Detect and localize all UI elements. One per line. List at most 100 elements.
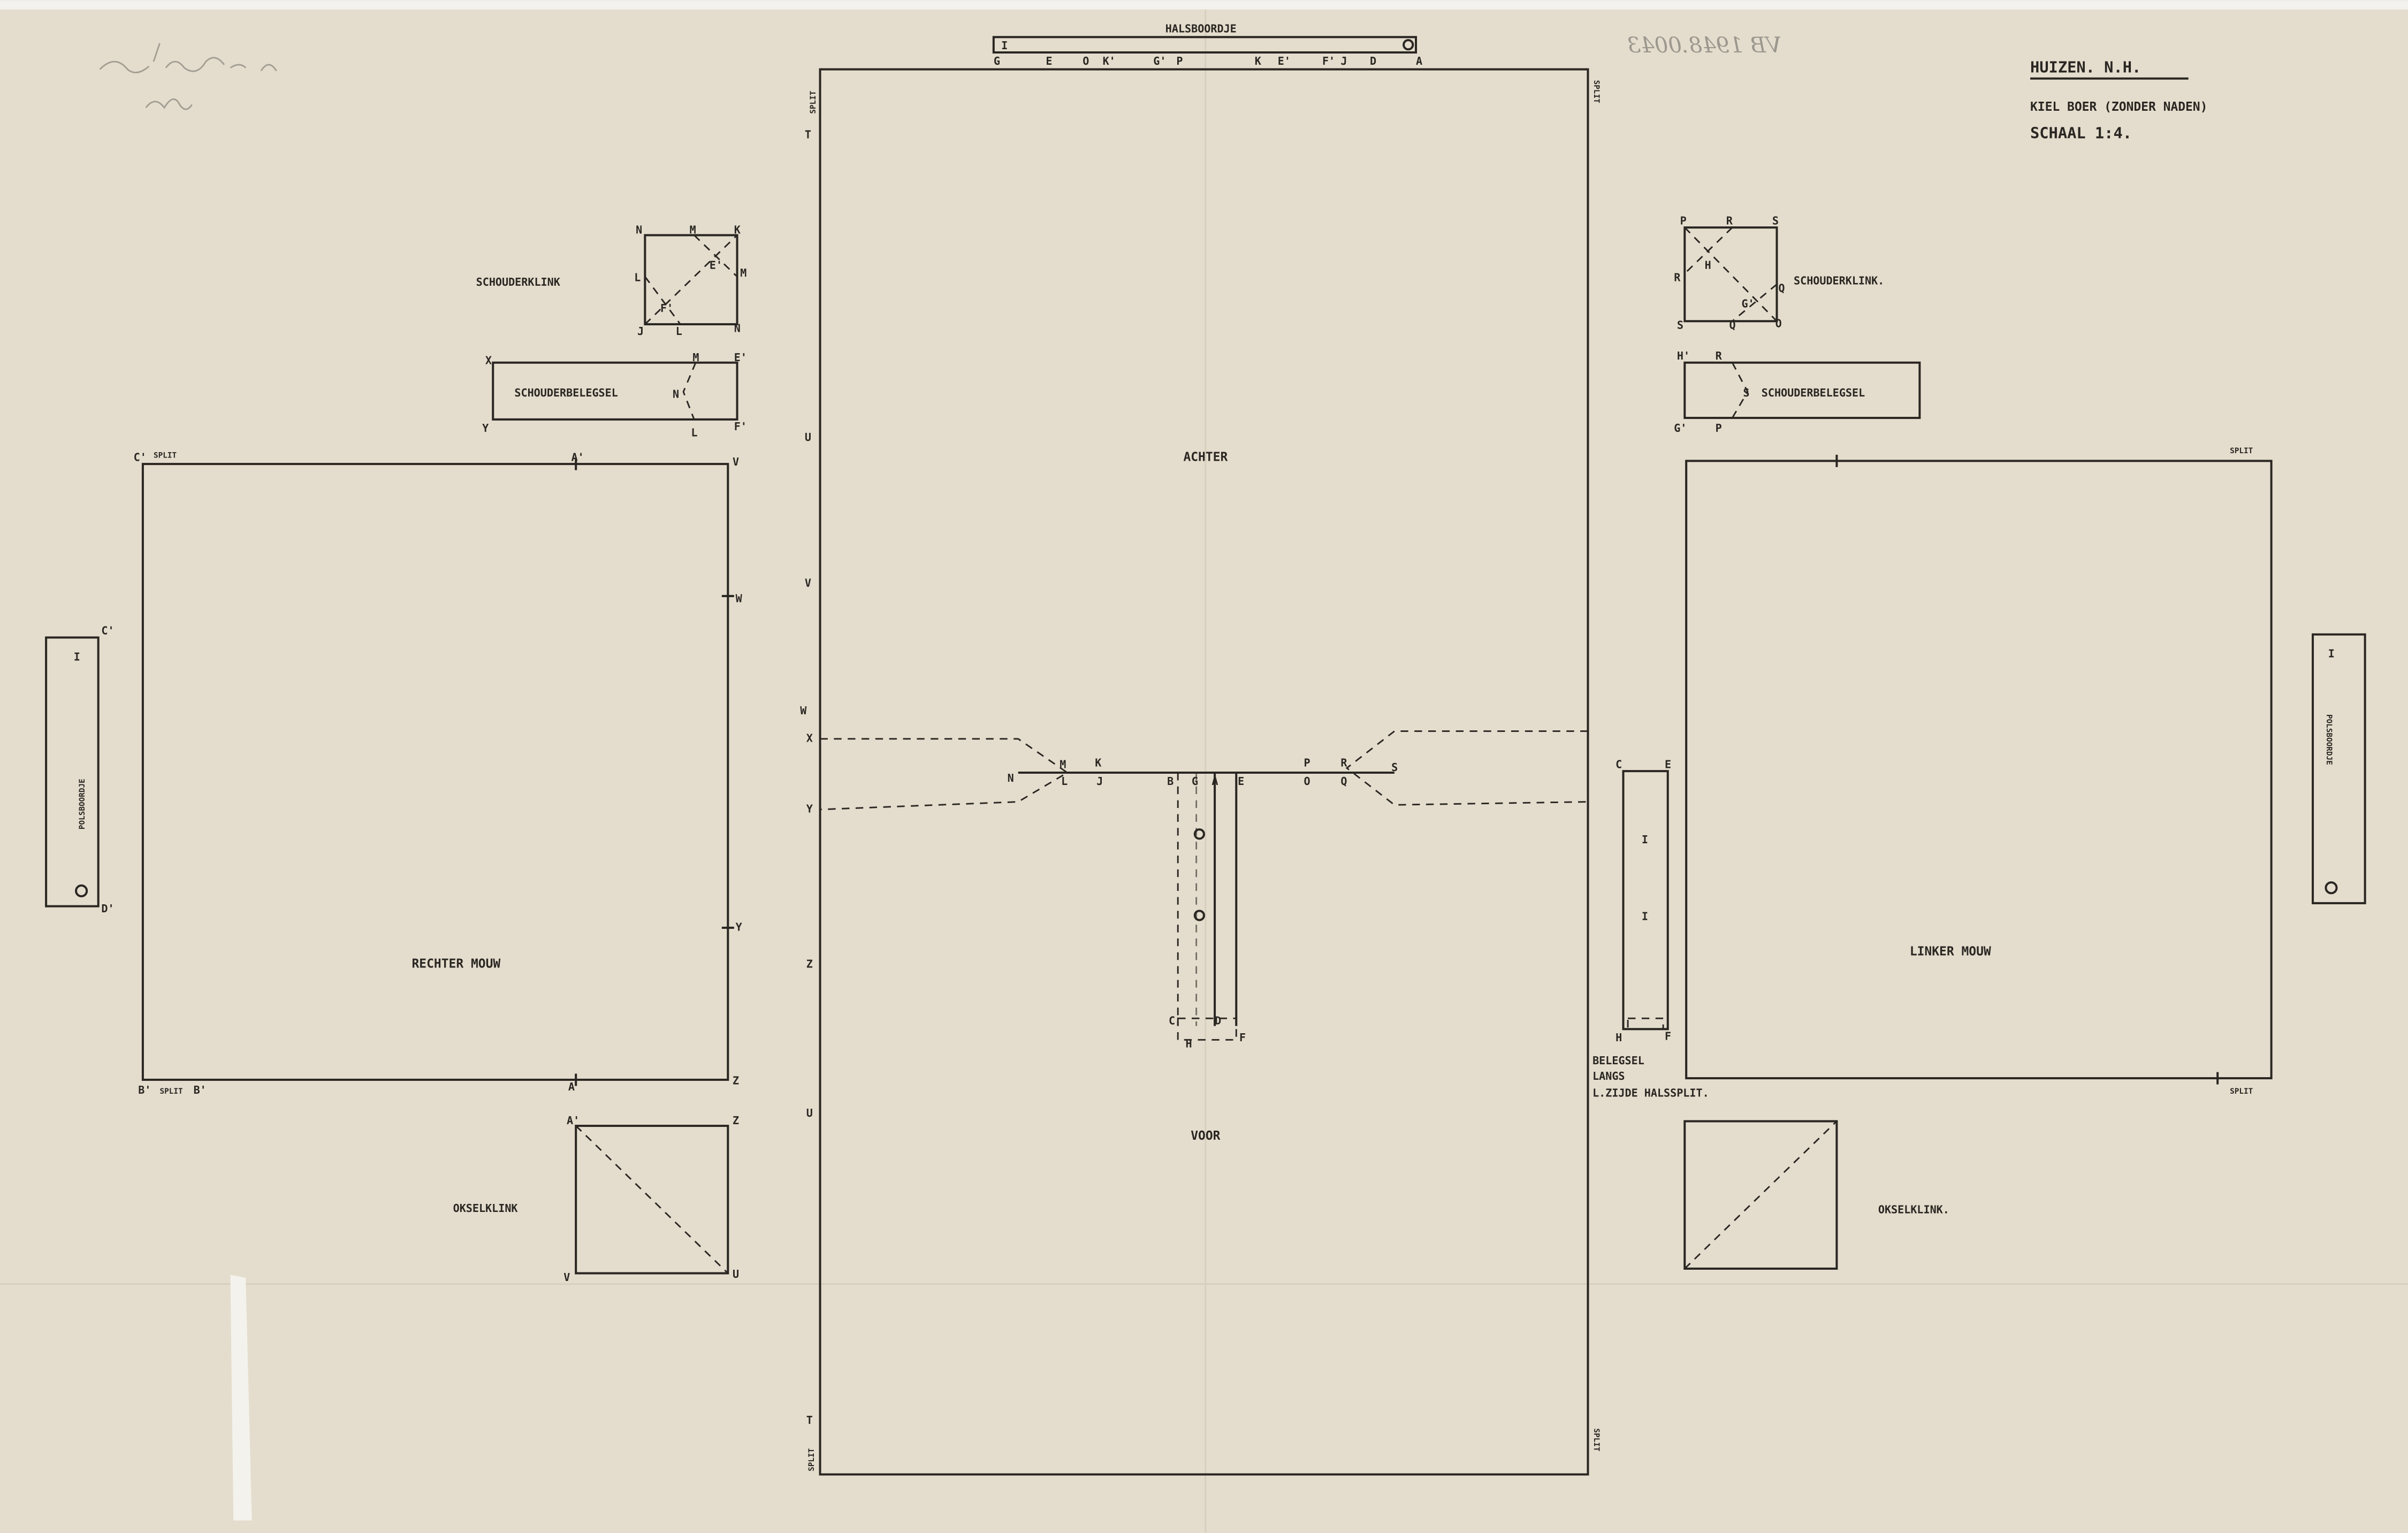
point-label: Q — [1778, 282, 1785, 295]
point-label: N — [636, 224, 642, 237]
point-label: B' — [138, 1084, 151, 1096]
point-label: T — [806, 1414, 813, 1427]
piece-linker-mouw: LINKER MOUW SPLIT SPLIT — [1685, 447, 2273, 1096]
point-label: G — [994, 55, 1000, 67]
armhole-left-dashed — [820, 738, 1069, 811]
point-label: L — [634, 271, 641, 284]
rechter-mouw-label: RECHTER MOUW — [412, 957, 501, 971]
point-label: E — [1238, 775, 1244, 788]
linker-mouw-label: LINKER MOUW — [1910, 944, 1991, 958]
halsboordje-outline — [992, 36, 1418, 54]
belegsel-outline — [1622, 770, 1669, 1031]
polsboordje-label: POLSBOORDJE — [78, 779, 87, 829]
point-label: V — [563, 1271, 570, 1284]
point-label: I — [1642, 833, 1648, 846]
point-label: O — [1083, 55, 1089, 67]
point-label: M — [690, 224, 696, 237]
button-hole-icon — [1403, 39, 1414, 51]
okselklink-label: OKSELKLINK — [453, 1202, 519, 1215]
split-label: SPLIT — [154, 452, 177, 460]
okselklink-diagonal — [575, 1125, 729, 1274]
point-label: Q — [1729, 319, 1736, 332]
point-label: F — [1665, 1029, 1671, 1042]
point-label: Y — [482, 422, 489, 434]
armhole-right-dashed — [1345, 730, 1588, 806]
piece-polsboordje-right: POLSBOORDJE I — [2312, 633, 2366, 904]
point-label: Z — [806, 957, 813, 970]
point-label: V — [805, 577, 811, 590]
point-label: P — [1304, 757, 1310, 769]
point-label: L — [676, 325, 682, 338]
piece-polsboordje-left: POLSBOORDJE C'D'I — [45, 624, 115, 915]
point-label: R — [1340, 757, 1347, 769]
archive-number: VB 1948.0043 — [1627, 33, 1781, 58]
title-block: HUIZEN. N.H. KIEL BOER (ZONDER NADEN) SC… — [2030, 58, 2207, 142]
point-label: M — [692, 351, 699, 364]
point-label: B' — [194, 1084, 207, 1096]
polsboordje-outline — [45, 636, 100, 907]
schouderklink-dashed — [1684, 227, 1778, 322]
button-icon — [1193, 828, 1206, 840]
point-label: X — [806, 732, 813, 745]
point-label: E — [1665, 758, 1671, 771]
point-label: K — [1255, 55, 1262, 67]
notch-marks — [575, 457, 734, 1086]
point-label: C' — [101, 624, 114, 637]
point-label: G' — [1153, 55, 1166, 67]
slit-bottom-dashed — [1177, 1017, 1237, 1041]
achter-label: ACHTER — [1183, 450, 1228, 464]
point-label: A' — [567, 1114, 580, 1127]
title-subject: KIEL BOER (ZONDER NADEN) — [2030, 100, 2207, 114]
belegsel-note: L.ZIJDE HALSSPLIT. — [1592, 1087, 1709, 1100]
point-label: U — [733, 1268, 739, 1280]
point-labels-sb_right: H'RG'PS — [1674, 349, 1749, 434]
split-label: SPLIT — [159, 1087, 182, 1096]
point-label: W — [800, 704, 807, 717]
belegsel-note: LANGS — [1592, 1070, 1625, 1082]
point-label: J — [1096, 775, 1103, 788]
belegsel-note: BELEGSEL — [1592, 1054, 1644, 1067]
point-label: C' — [134, 451, 147, 463]
point-label: D' — [101, 902, 114, 915]
point-label: F — [1239, 1031, 1246, 1044]
point-label: O — [1304, 775, 1310, 788]
point-label: R — [1716, 349, 1723, 362]
voor-label: VOOR — [1191, 1129, 1220, 1143]
point-label: P — [1716, 422, 1722, 434]
body-outline — [819, 68, 1589, 1476]
point-label: M — [1060, 758, 1066, 771]
point-label: G — [1192, 775, 1198, 788]
point-label: T — [805, 128, 811, 141]
point-label: E' — [710, 259, 722, 272]
point-label: D — [1215, 1015, 1221, 1027]
point-label: O — [1775, 317, 1782, 330]
point-labels-pb_left: C'D'I — [74, 624, 115, 915]
point-label: N — [734, 322, 741, 334]
point-label: E' — [1278, 55, 1291, 67]
point-label: F' — [1322, 55, 1335, 67]
schouderklink-label: SCHOUDERKLINK. — [1794, 274, 1884, 287]
schouderklink-label: SCHOUDERKLINK — [476, 276, 561, 288]
point-label: Y — [806, 803, 813, 815]
point-label: W — [736, 592, 743, 605]
schouderklink-outline — [644, 234, 738, 325]
linker-mouw-outline — [1685, 460, 2273, 1080]
point-label: H — [1186, 1038, 1192, 1050]
okselklink-outline — [575, 1125, 729, 1275]
button-icon — [1193, 910, 1206, 921]
schouderbelegsel-outline — [1683, 361, 1921, 420]
okselklink-diagonal — [1684, 1120, 1838, 1269]
button-hole-icon — [2325, 881, 2338, 895]
point-label: B — [1167, 775, 1173, 788]
point-labels-ok_left: A' Z V U — [563, 1114, 739, 1284]
point-label: Z — [733, 1114, 739, 1127]
